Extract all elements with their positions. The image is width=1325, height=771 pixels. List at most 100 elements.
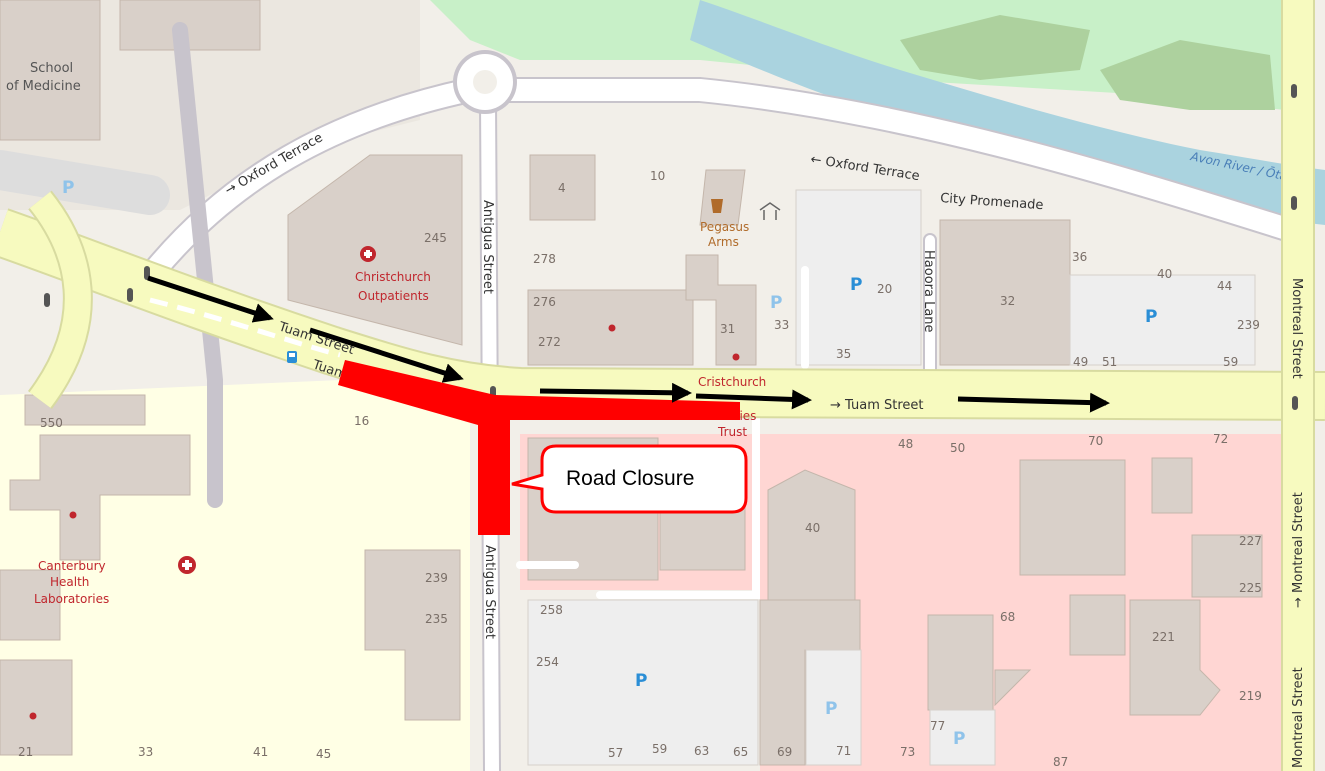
- house-number: 73: [900, 745, 915, 759]
- place-label-outpatients-1: Christchurch: [355, 270, 431, 284]
- service-road: [596, 396, 760, 599]
- detour-arrow: [957, 392, 1110, 413]
- path: [0, 150, 170, 215]
- traffic-signals-icon: [1292, 396, 1298, 410]
- place-label-school-2: of Medicine: [6, 79, 81, 94]
- building: [1151, 457, 1193, 514]
- parking-icon: P: [770, 293, 782, 313]
- building-pegasus: [699, 169, 746, 226]
- house-number: 70: [1088, 434, 1103, 448]
- parking-icon: P: [953, 729, 965, 749]
- traffic-signals-icon: [127, 288, 133, 302]
- beer-glass-icon: [711, 199, 723, 213]
- parking-lot: [805, 649, 862, 766]
- street-label-antigua-south: Antigua Street: [482, 545, 497, 639]
- house-number: 40: [1157, 267, 1172, 281]
- house-number: 235: [425, 612, 448, 626]
- street-label-city-promenade: City Promenade: [940, 191, 1044, 213]
- place-label-pegasus-1: Pegasus: [700, 220, 749, 234]
- street-label-montreal-2: → Montreal Street: [1291, 492, 1306, 608]
- building: [659, 504, 746, 571]
- poi-dot: [608, 324, 616, 332]
- building-227: [1191, 534, 1263, 598]
- bus-stop-icon: [287, 351, 297, 363]
- road-closure-callout: Road Closure: [511, 444, 748, 514]
- hospital-icon-outpatients: [360, 246, 376, 262]
- wood-area-2: [1100, 40, 1275, 110]
- detour-arrow: [309, 327, 464, 383]
- house-number: 33: [774, 318, 789, 332]
- building-239: [364, 549, 461, 721]
- house-number: 32: [1000, 294, 1015, 308]
- roundabout-island: [473, 70, 497, 94]
- house-number: 278: [533, 252, 556, 266]
- street-label-montreal-1: Montreal Street: [1289, 278, 1304, 379]
- house-number: 48: [898, 437, 913, 451]
- traffic-signals-icon: [1291, 196, 1297, 210]
- traffic-signals-icon: [44, 293, 50, 307]
- poi-dot: [29, 712, 37, 720]
- slip-road: [29, 191, 91, 408]
- house-number: 272: [538, 335, 561, 349]
- house-number: 49: [1073, 355, 1088, 369]
- minor-roads: [0, 22, 1303, 771]
- house-number: 20: [877, 282, 892, 296]
- house-number: 71: [836, 744, 851, 758]
- building-221: [1129, 599, 1221, 716]
- place-label-pegasus-2: Arms: [708, 235, 739, 249]
- building-labs: [9, 434, 191, 561]
- place-label-labs-3: Laboratories: [34, 592, 109, 606]
- building-32: [939, 219, 1071, 366]
- street-label-montreal-3: Montreal Street: [1291, 667, 1306, 768]
- parking-lot: [527, 599, 759, 766]
- place-label-trust-1: Cristchurch: [698, 375, 766, 389]
- place-label-trust-3: Trust: [717, 425, 747, 439]
- building-school-medicine: [0, 0, 101, 141]
- house-number: 69: [777, 745, 792, 759]
- detour-arrow: [695, 389, 812, 410]
- parking-lot: [1069, 274, 1256, 366]
- hospital-icon-labs: [178, 556, 196, 574]
- house-number: 239: [425, 571, 448, 585]
- place-label-school-1: School: [30, 61, 73, 76]
- house-number: 4: [558, 181, 566, 195]
- house-number: 59: [652, 742, 667, 756]
- road-closure: [338, 360, 740, 535]
- building-31: [685, 254, 757, 366]
- house-number: 51: [1102, 355, 1117, 369]
- house-number: 10: [650, 169, 665, 183]
- house-number: 63: [694, 744, 709, 758]
- place-label-outpatients-2: Outpatients: [358, 289, 429, 303]
- house-number: 36: [1072, 250, 1087, 264]
- house-number: 16: [354, 414, 369, 428]
- house-number: 550: [40, 416, 63, 430]
- road-closure-bar: [338, 360, 740, 535]
- parking-icon: P: [62, 178, 74, 198]
- building: [759, 599, 861, 766]
- house-number: 59: [1223, 355, 1238, 369]
- building: [0, 569, 61, 641]
- traffic-signals-icon: [1291, 84, 1297, 98]
- parking-lot: [929, 709, 996, 766]
- building: [927, 614, 994, 711]
- building: [0, 659, 73, 756]
- house-number: 21: [18, 745, 33, 759]
- house-number: 35: [836, 347, 851, 361]
- building-40: [767, 469, 856, 601]
- house-number: 254: [536, 655, 559, 669]
- poi-dot: [732, 353, 740, 361]
- parking-icon: P: [635, 671, 647, 691]
- building: [119, 0, 261, 51]
- house-number: 50: [950, 441, 965, 455]
- house-number: 225: [1239, 581, 1262, 595]
- house-number: 40: [805, 521, 820, 535]
- parking-icon: P: [1145, 307, 1157, 327]
- house-number: 227: [1239, 534, 1262, 548]
- place-label-labs-2: Health: [50, 575, 89, 589]
- house-number: 45: [316, 747, 331, 761]
- parking-lot: [795, 189, 922, 366]
- parking-icon: P: [825, 699, 837, 719]
- detour-arrow: [539, 382, 692, 403]
